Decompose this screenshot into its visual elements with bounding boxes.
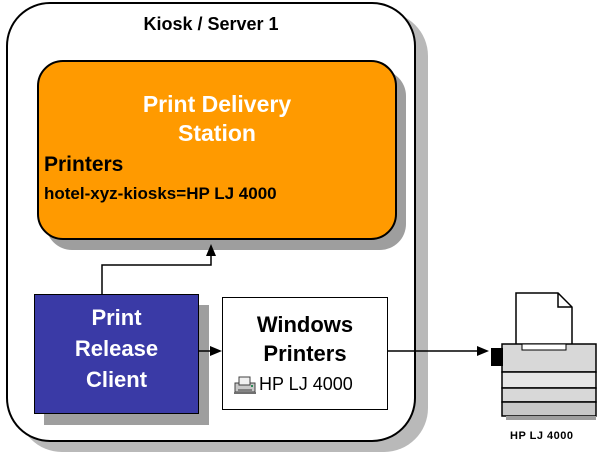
- physical-printer-label: HP LJ 4000: [510, 430, 574, 442]
- print-release-client-label: Print Release Client: [34, 302, 199, 395]
- pds-printers-heading: Printers: [44, 153, 124, 176]
- print-delivery-station-title: Print Delivery Station: [37, 90, 397, 148]
- pds-title-line1: Print Delivery: [142, 91, 292, 117]
- prc-line1: Print: [91, 305, 142, 330]
- print-release-client-box: [34, 294, 199, 414]
- prc-line2: Release: [74, 336, 159, 361]
- wp-line1: Windows: [256, 312, 354, 337]
- windows-printers-label: Windows Printers: [222, 310, 388, 368]
- windows-printer-name: HP LJ 4000: [259, 374, 353, 394]
- connector-prc-to-pds: [101, 254, 212, 294]
- prc-line3: Client: [85, 367, 148, 392]
- arrowhead-up: [206, 244, 216, 256]
- wp-line2: Printers: [263, 341, 347, 366]
- pds-printers-mapping: hotel-xyz-kiosks=HP LJ 4000: [44, 184, 277, 203]
- arrowhead-right-printer: [477, 346, 489, 356]
- kiosk-title: Kiosk / Server 1: [143, 14, 279, 34]
- arrowhead-right-wp: [210, 346, 222, 356]
- print-delivery-station-box: [37, 60, 397, 240]
- printer-icon: [234, 376, 256, 394]
- pds-title-line2: Station: [178, 120, 256, 146]
- physical-printer-icon: [491, 292, 597, 420]
